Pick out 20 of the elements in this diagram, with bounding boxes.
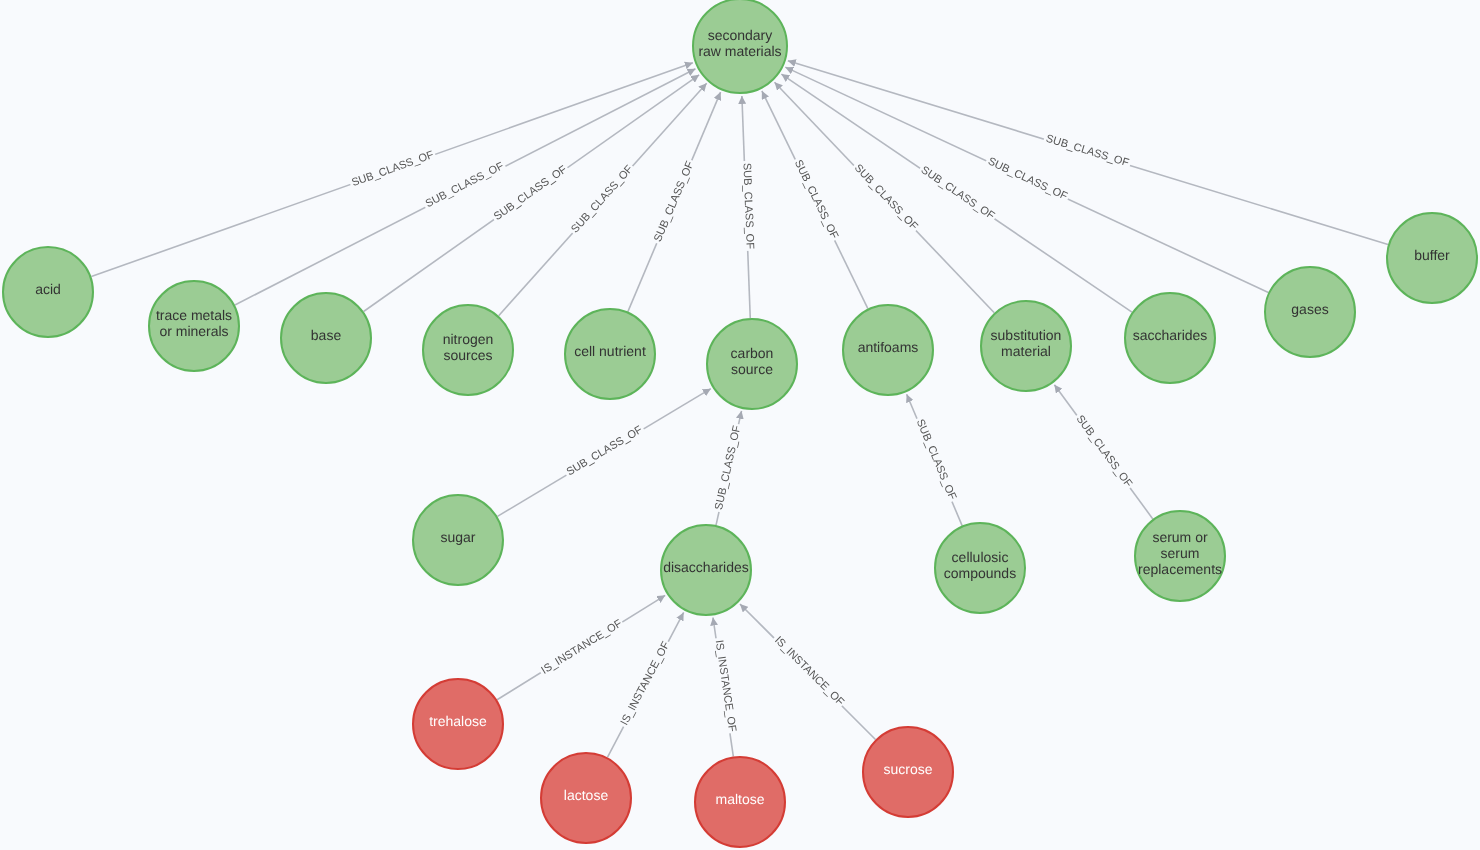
concept-circle	[660, 524, 752, 616]
concept-circle	[1134, 510, 1226, 602]
concept-circle	[412, 678, 504, 770]
concept-circle	[280, 292, 372, 384]
concept-circle	[148, 280, 240, 372]
concept-circle	[2, 246, 94, 338]
concept-circle	[412, 494, 504, 586]
concept-circle	[980, 300, 1072, 392]
concept-circle	[1386, 212, 1478, 304]
concept-circle	[564, 308, 656, 400]
concept-circle	[540, 752, 632, 844]
concept-circle	[422, 304, 514, 396]
concept-circle	[692, 0, 788, 94]
concept-circle	[1124, 292, 1216, 384]
concept-circle	[694, 756, 786, 848]
concept-circle	[862, 726, 954, 818]
concept-circle	[1264, 266, 1356, 358]
concept-circle	[934, 522, 1026, 614]
concept-circle	[842, 304, 934, 396]
concept-circle	[706, 318, 798, 410]
